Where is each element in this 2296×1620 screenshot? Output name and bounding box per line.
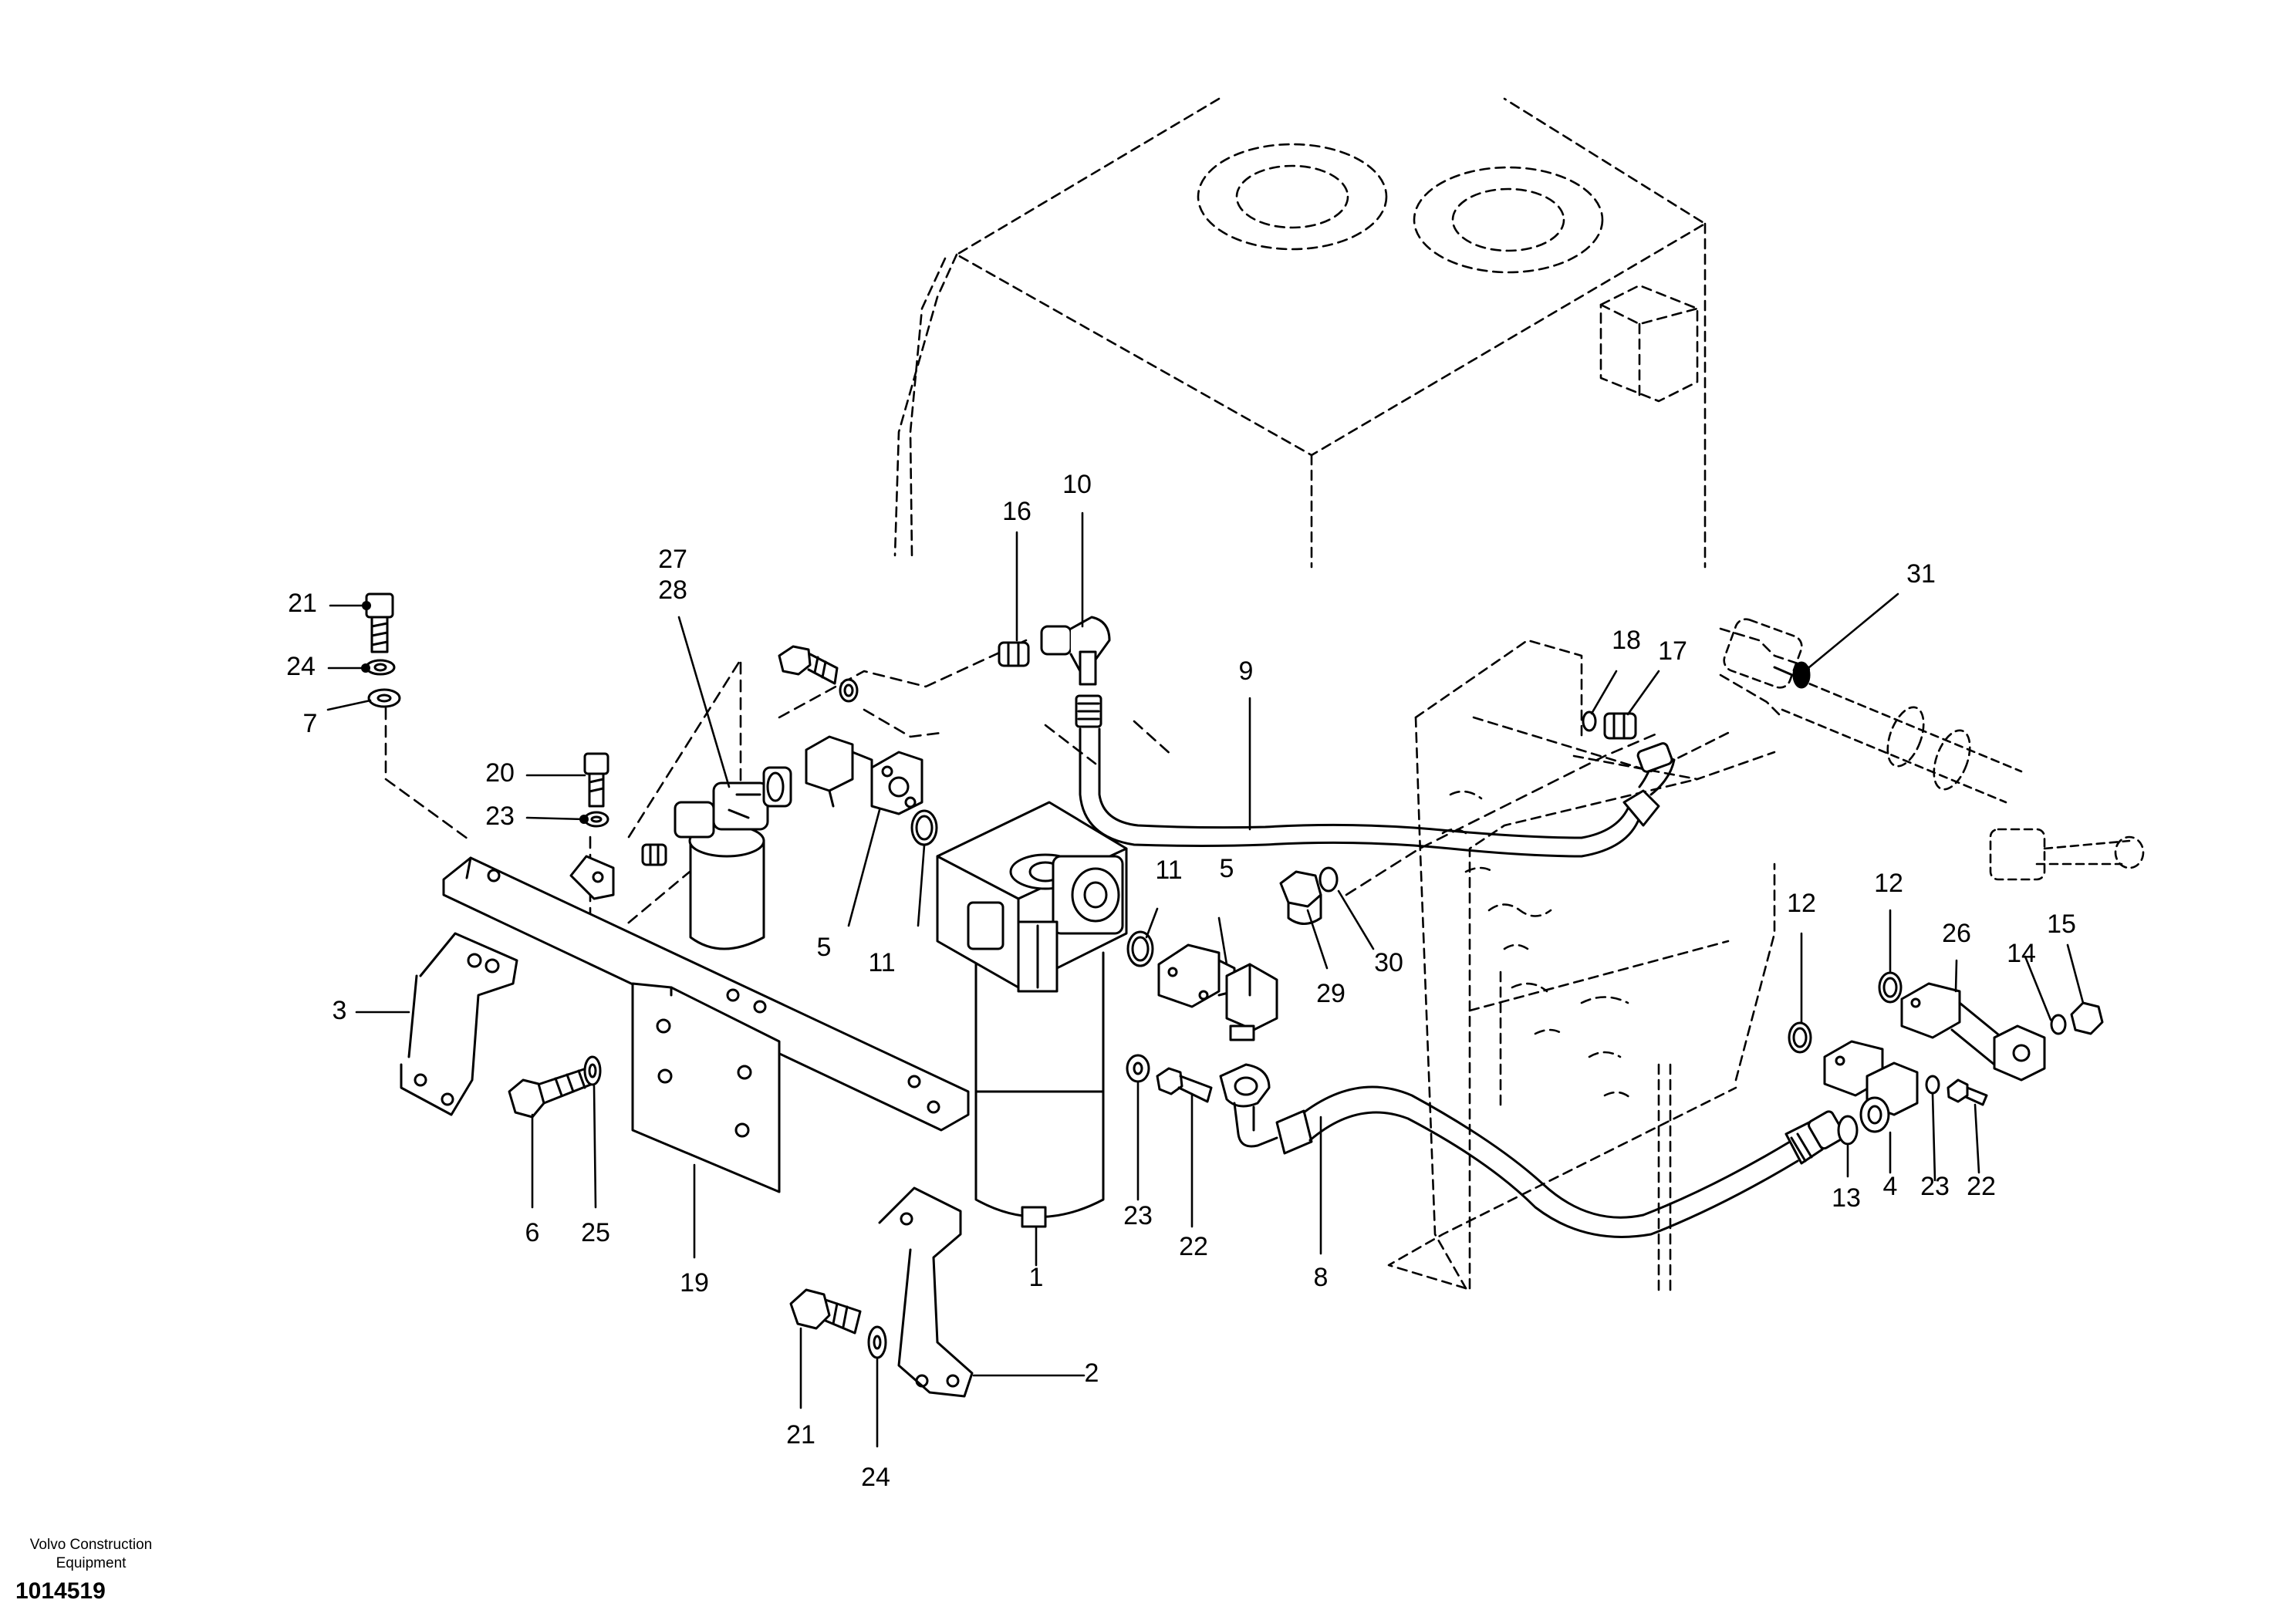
- bolt-6: [508, 1067, 594, 1119]
- washer-23-middle: [1126, 1054, 1150, 1083]
- callout-8: 8: [1314, 1263, 1329, 1292]
- callout-22a: 22: [1179, 1232, 1208, 1261]
- filter-bracket-plate: [631, 982, 781, 1193]
- callout-20: 20: [485, 758, 515, 788]
- callout-3: 3: [333, 996, 347, 1025]
- brand-name-line2: Equipment: [56, 1555, 127, 1571]
- callout-11b: 11: [1155, 856, 1182, 885]
- callout-2: 2: [1085, 1358, 1099, 1388]
- o-ring-12-left: [1788, 1021, 1812, 1054]
- callout-7: 7: [303, 709, 318, 738]
- cylinder-outline: [1723, 618, 2145, 881]
- callout-17: 17: [1658, 636, 1687, 666]
- callout-21a: 21: [288, 589, 317, 618]
- main-filter: [936, 801, 1128, 1228]
- o-ring-left: [910, 809, 938, 846]
- mounting-plate: [442, 855, 970, 1132]
- document-number: 1014519: [15, 1578, 106, 1604]
- flat-washer-top: [367, 688, 401, 708]
- callout-19: 19: [680, 1268, 709, 1298]
- hose-9: [1075, 694, 1676, 858]
- callout-24a: 24: [286, 652, 316, 681]
- callout-6: 6: [525, 1218, 540, 1247]
- callout-23b: 23: [1123, 1201, 1153, 1230]
- bolt-22-right: [1947, 1078, 1988, 1106]
- bracket-left: [400, 932, 518, 1116]
- callout-18: 18: [1612, 626, 1641, 655]
- callout-26: 26: [1942, 919, 1971, 948]
- callout-21b: 21: [786, 1420, 815, 1450]
- bolt-top: [365, 592, 394, 653]
- flange-4: [1823, 1040, 1919, 1133]
- callout-27: 27: [658, 545, 687, 574]
- adapter-17: [1603, 712, 1637, 740]
- callout-14: 14: [2007, 939, 2036, 968]
- assembly-guide-lines: [384, 639, 1660, 1066]
- o-ring-middle: [1126, 930, 1154, 967]
- callout-30: 30: [1374, 948, 1403, 977]
- callout-5a: 5: [817, 933, 832, 962]
- washer-top: [365, 659, 396, 676]
- callout-28: 28: [658, 575, 687, 605]
- callout-31: 31: [1906, 559, 1936, 589]
- callout-16: 16: [1002, 497, 1032, 526]
- washer-23-right: [1925, 1075, 1940, 1095]
- flange-left: [805, 735, 923, 815]
- callout-1: 1: [1029, 1263, 1044, 1292]
- callout-4: 4: [1883, 1172, 1898, 1201]
- callout-23a: 23: [485, 802, 515, 831]
- o-ring-30: [1319, 866, 1339, 893]
- washer-bottom: [867, 1325, 887, 1359]
- callout-labels: 21 24 7 20 23 3 6 25 19 27 28 5 11 16 10…: [286, 470, 2076, 1492]
- o-ring-14: [2050, 1014, 2067, 1035]
- callout-11a: 11: [868, 948, 895, 977]
- callout-15: 15: [2047, 910, 2076, 939]
- callout-5b: 5: [1220, 854, 1234, 883]
- callout-22b: 22: [1967, 1172, 1996, 1201]
- bracket-lower: [878, 1186, 974, 1398]
- bolt-20: [583, 752, 609, 808]
- o-ring-13: [1837, 1115, 1859, 1146]
- washer-25: [583, 1055, 602, 1086]
- bolt-flange-top: [778, 645, 859, 703]
- callout-9: 9: [1239, 656, 1254, 686]
- callout-29: 29: [1316, 979, 1346, 1008]
- elbow-10: [1040, 616, 1111, 686]
- callout-24b: 24: [861, 1463, 890, 1492]
- callout-leaders: [326, 511, 2085, 1448]
- bolt-22-middle: [1156, 1067, 1213, 1103]
- washer-23-left: [583, 811, 609, 828]
- small-filter: [641, 766, 792, 950]
- brand-name-line1: Volvo Construction: [29, 1537, 153, 1553]
- callout-10: 10: [1062, 470, 1092, 499]
- flange-middle: [1157, 943, 1278, 1041]
- leader-dots: [361, 601, 1810, 824]
- callout-23c: 23: [1920, 1172, 1950, 1201]
- callout-12b: 12: [1874, 869, 1903, 898]
- o-ring-18: [1582, 710, 1597, 732]
- plug-29: [1279, 870, 1322, 925]
- o-ring-12-right: [1878, 971, 1903, 1004]
- adapter-16: [998, 641, 1030, 667]
- callout-25: 25: [581, 1218, 610, 1247]
- callout-12a: 12: [1787, 889, 1816, 918]
- flange-26: [1900, 982, 2046, 1082]
- callout-13: 13: [1832, 1183, 1861, 1213]
- bolt-bottom: [789, 1288, 862, 1335]
- hose-8: [1219, 1063, 1845, 1238]
- plug-15: [2070, 1001, 2104, 1035]
